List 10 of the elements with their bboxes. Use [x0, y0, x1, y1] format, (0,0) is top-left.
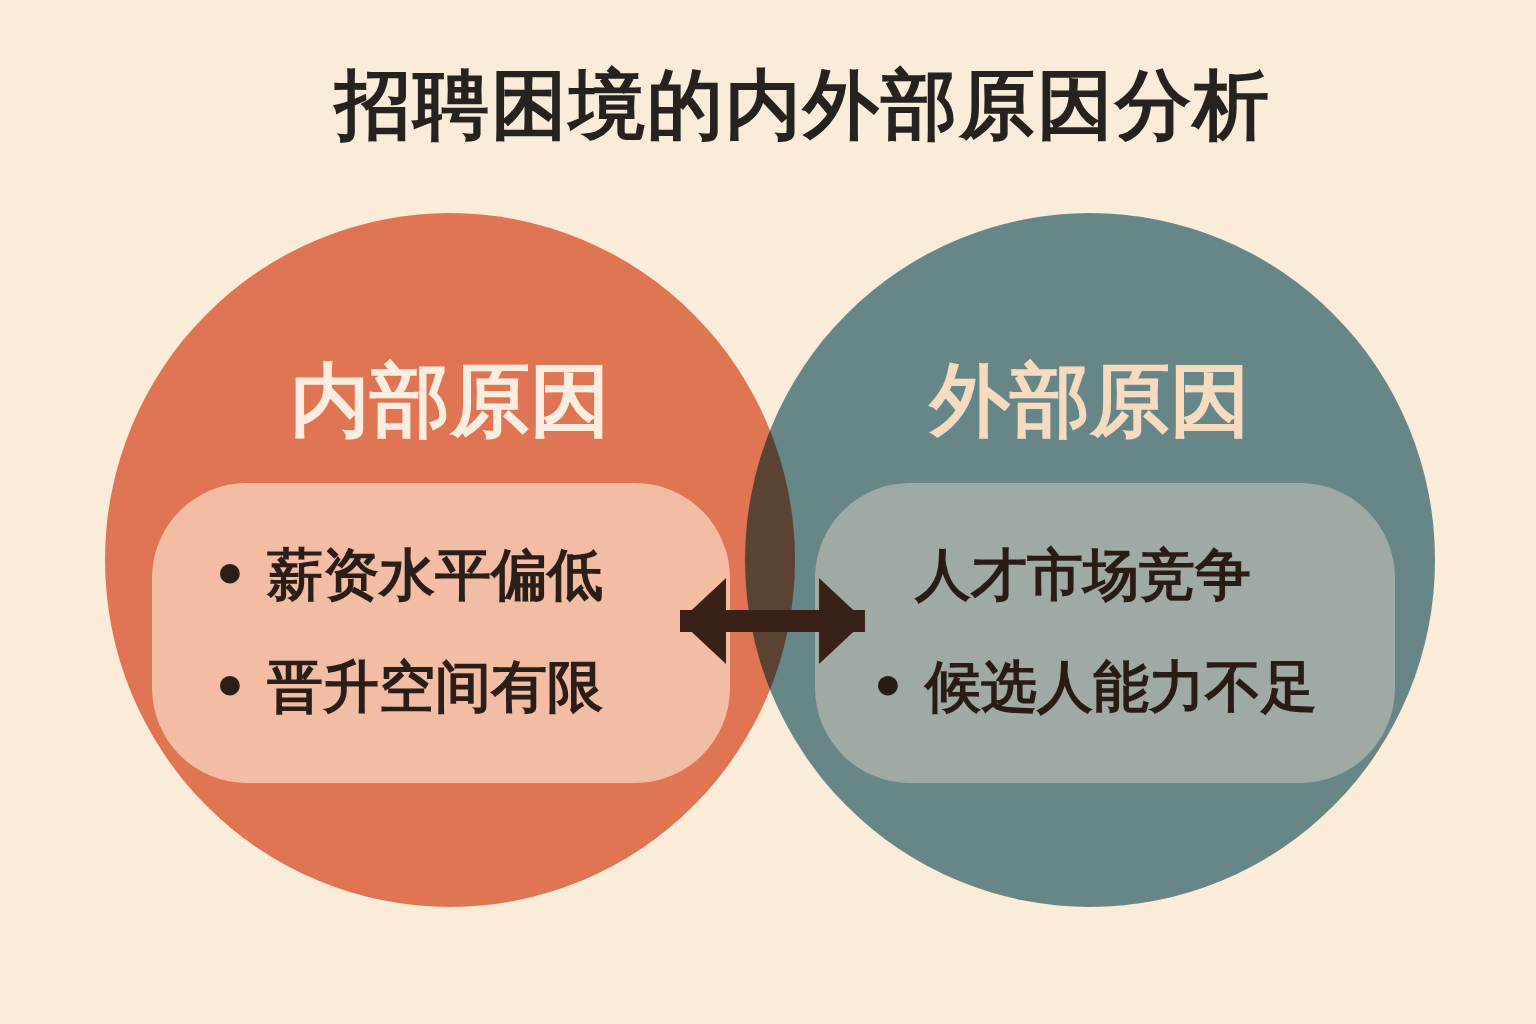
circle-heading: 外部原因 [927, 353, 1251, 449]
reason-panel [152, 483, 730, 783]
reason-text: 人才市场竞争 [915, 541, 1251, 609]
reason-panel [815, 483, 1395, 783]
reason-text: • 候选人能力不足 [870, 653, 1318, 721]
reason-text: • 晋升空间有限 [212, 653, 604, 721]
title: 招聘困境的内外部原因分析 [332, 59, 1272, 151]
double-arrow [680, 578, 865, 664]
circle-heading: 内部原因 [289, 353, 611, 449]
reason-text: • 薪资水平偏低 [212, 541, 604, 609]
